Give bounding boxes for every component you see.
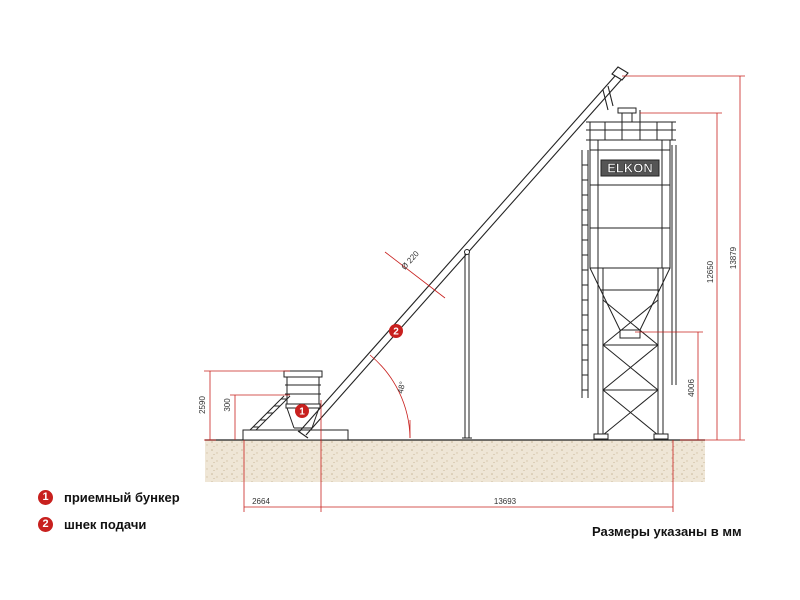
dim-screw-diameter: Ø 220 [400, 249, 422, 272]
screw-conveyor [297, 66, 629, 439]
legend-number-1: 1 [38, 490, 53, 505]
callout-1: 1 [295, 404, 309, 418]
legend-item-screw: 2 шнек подачи [38, 517, 146, 532]
dim-total-height: 13879 [729, 246, 738, 269]
svg-text:2: 2 [393, 327, 399, 338]
legend-label-1: приемный бункер [64, 490, 180, 505]
legend-number-2: 2 [38, 517, 53, 532]
dim-screw-angle: 48° [396, 381, 407, 395]
ground [205, 439, 705, 482]
dim-hopper-inlet: 300 [223, 398, 232, 412]
svg-text:1: 1 [299, 407, 305, 418]
brand-logo: ELKON [600, 159, 660, 177]
svg-text:ELKON: ELKON [607, 161, 653, 176]
units-note: Размеры указаны в мм [592, 524, 742, 539]
dim-silo-height: 12650 [706, 260, 715, 283]
callout-2: 2 [389, 324, 403, 338]
dim-support-height: 4006 [687, 379, 696, 397]
silo [581, 107, 677, 440]
dim-horizontal-length: 13693 [494, 497, 517, 506]
screw-support [462, 249, 472, 439]
legend-label-2: шнек подачи [64, 517, 147, 532]
dim-hopper-width: 2664 [252, 497, 270, 506]
dimension-lines [204, 75, 745, 512]
dim-hopper-height: 2590 [198, 396, 207, 414]
legend-item-hopper: 1 приемный бункер [38, 490, 180, 505]
